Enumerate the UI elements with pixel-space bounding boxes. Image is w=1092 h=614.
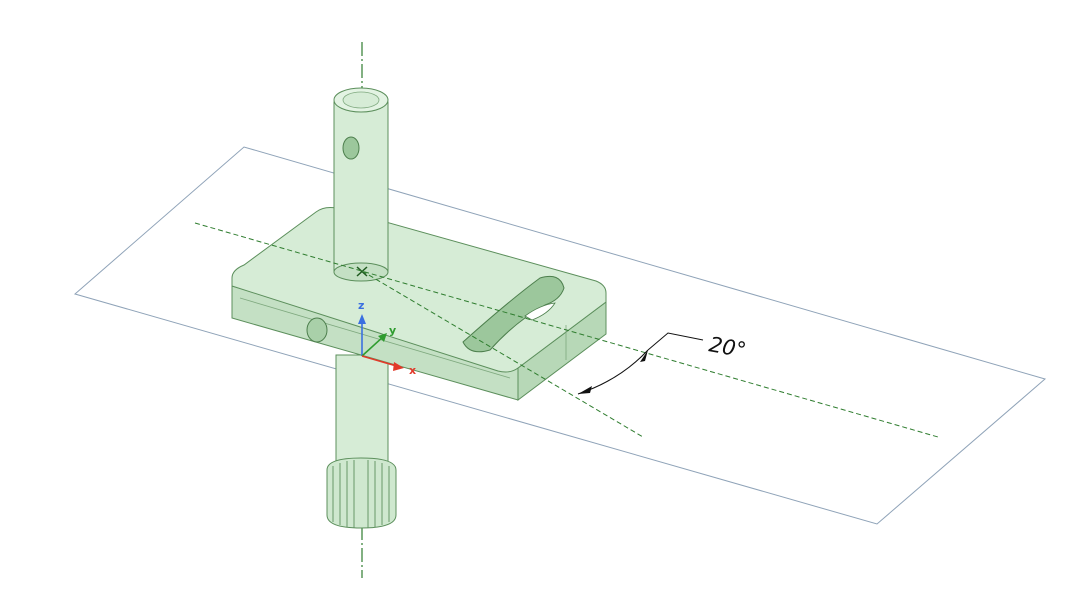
reference-centerline-long xyxy=(194,222,939,438)
upper-shaft[interactable] xyxy=(333,87,389,282)
dimension-arrow-end xyxy=(640,350,648,362)
angle-dimension-label[interactable]: 20° xyxy=(707,332,748,362)
shaft-cross-hole[interactable] xyxy=(342,136,360,160)
dimension-arc xyxy=(577,349,649,395)
knurled-knob[interactable] xyxy=(326,457,397,529)
x-axis-label: x xyxy=(409,364,416,377)
angular-dimension[interactable]: 20° xyxy=(577,332,748,395)
y-axis-arrow xyxy=(361,335,385,357)
plate-side-hole[interactable] xyxy=(306,317,328,343)
z-axis-label: z xyxy=(358,299,364,312)
dimension-leader xyxy=(647,332,704,351)
datum-plane[interactable] xyxy=(73,146,1047,525)
base-plate[interactable] xyxy=(231,207,607,401)
reference-centerline-rotated xyxy=(361,270,644,438)
lower-shaft[interactable] xyxy=(335,354,389,476)
curved-slot-inner xyxy=(524,302,556,321)
y-axis-label: y xyxy=(389,324,396,337)
coordinate-triad: z y x xyxy=(358,299,416,377)
curved-slot[interactable] xyxy=(462,275,565,353)
dimension-arrow-start xyxy=(578,386,592,394)
